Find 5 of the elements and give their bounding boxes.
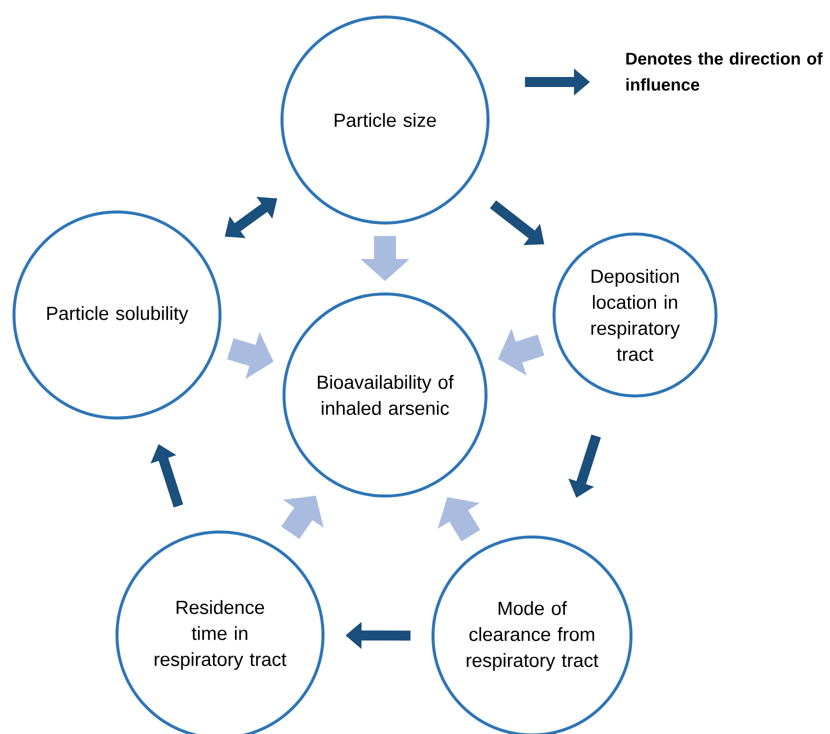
circle-node: Particle size [280,16,490,224]
legend-text: Denotes the direction of influence [626,52,823,91]
circle-node: Particle solubility [12,210,222,420]
circle-node: Deposition location in respiratory tract [552,232,718,398]
circle-node: Bioavailability of inhaled arsenic [282,292,488,498]
